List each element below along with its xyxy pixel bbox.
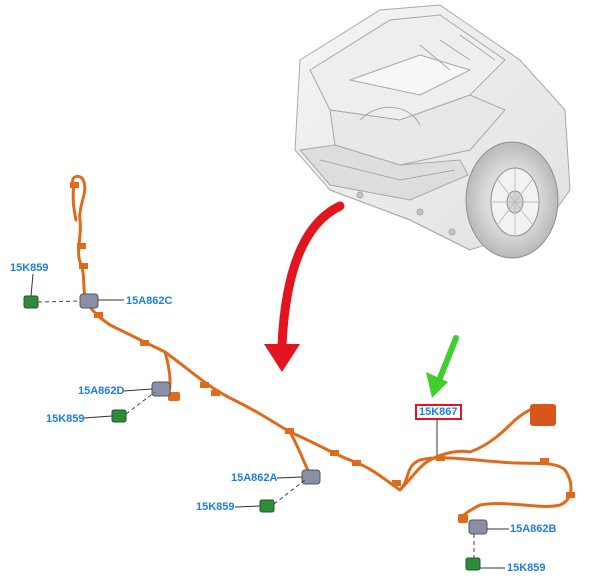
label-bracket-right-mid: 15A862A [231,472,278,484]
harness-clips [70,182,575,523]
label-sensor-left-mid: 15K859 [46,413,85,425]
label-bracket-left-front: 15A862C [126,295,173,307]
sensor-15K859-right-front [465,557,481,571]
bracket-15A862B [468,519,488,535]
green-pointer-arrow [426,335,459,398]
leader-lines [30,273,509,569]
label-bracket-right-front: 15A862B [510,523,557,535]
bracket-15A862A [301,469,321,485]
bracket-15A862C [79,293,99,309]
label-sensor-right-front: 15K859 [507,562,546,574]
alignment-lines [37,300,475,558]
sensor-15K859-right-mid [259,499,275,513]
front-wheel-illustration [465,141,559,259]
label-sensor-left-front: 15K859 [10,262,49,274]
label-sensor-right-mid: 15K859 [196,501,235,513]
vehicle-front-illustration [294,4,571,251]
sensor-15K859-left-front [23,295,39,309]
sensor-15K859-left-mid [111,409,127,423]
label-bracket-left-mid: 15A862D [78,385,125,397]
red-pointer-arrow [264,201,345,372]
bracket-15A862D [151,381,171,397]
label-harness-highlighted: 15K867 [415,404,462,420]
